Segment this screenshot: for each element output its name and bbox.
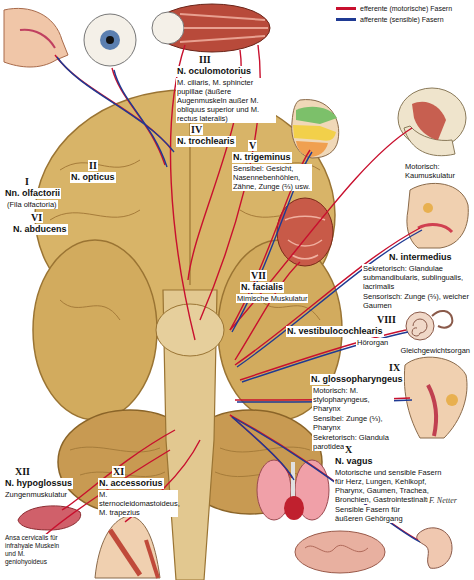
organ-label: Hörorgan (356, 338, 389, 347)
legend-text: afferente (sensible) Fasern (360, 15, 444, 24)
function-note: Sensibel: Gesicht, Nasennebenhöhlen, Zäh… (232, 164, 312, 191)
artist-signature: F. Netter (428, 496, 458, 506)
roman-numeral: III (198, 54, 212, 65)
nerve-name: N. accessorius (98, 478, 164, 489)
function-note: Ansa cervicalis für infrahyale Muskeln u… (4, 534, 66, 566)
roman-numeral: X (344, 444, 353, 455)
function-note: Mimische Muskulatur (236, 294, 308, 303)
function-note: Sekretorisch: Glandulae submandibularis,… (362, 264, 470, 291)
legend-row: efferente (motorische) Fasern (336, 4, 452, 13)
function-note: Zungenmuskulatur (4, 490, 68, 499)
nerve-name: N. hypoglossus (4, 478, 73, 489)
roman-numeral: VII (250, 270, 267, 281)
roman-numeral: II (88, 160, 98, 171)
function-note: Sensible Fasern für äußeren Gehörgang (334, 505, 426, 523)
nerve-name: Nn. olfactorii (4, 188, 61, 199)
legend-text: efferente (motorische) Fasern (360, 4, 452, 13)
roman-numeral: IX (388, 362, 401, 373)
roman-numeral: VI (30, 212, 43, 223)
roman-numeral: V (248, 140, 257, 151)
nerve-name: N. facialis (240, 282, 284, 293)
nerve-name: N. trigeminus (232, 152, 292, 163)
roman-numeral: IV (190, 124, 203, 135)
nerve-name: N. abducens (12, 224, 68, 235)
legend-swatch (336, 7, 356, 10)
function-note: Motorisch: Kaumuskulatur (404, 162, 470, 180)
legend-swatch (336, 18, 356, 21)
function-note: Motorisch: M. stylopharyngeus, Pharynx (312, 386, 394, 413)
function-note: Sensibel: Zunge (⅓), Pharynx (312, 414, 394, 432)
nerve-name: N. intermedius (388, 252, 453, 263)
nerve-name: N. trochlearis (176, 136, 236, 147)
function-note: M. sternocleidomastoideus, M. trapezius (98, 490, 178, 517)
nerve-name: N. vestibulocochlearis (286, 326, 384, 337)
organ-label: Gleichgewichtsorgan (399, 346, 471, 355)
nerve-name: N. vagus (334, 456, 374, 467)
function-note: M. ciliaris, M. sphincter pupillae (äuße… (176, 78, 276, 123)
nerve-note: (Fila olfactoria) (6, 200, 58, 209)
nerve-name: N. oculomotorius (176, 66, 252, 77)
roman-numeral: VIII (376, 314, 397, 325)
roman-numeral: I (24, 176, 30, 187)
nerve-name: N. opticus (70, 172, 116, 183)
function-note: Sensorisch: Zunge (⅔), weicher Gaumen (362, 292, 470, 310)
nerve-name: N. glossopharyngeus (310, 374, 404, 385)
roman-numeral: XII (14, 466, 31, 477)
roman-numeral: XI (112, 466, 125, 477)
legend-row: afferente (sensible) Fasern (336, 15, 444, 24)
